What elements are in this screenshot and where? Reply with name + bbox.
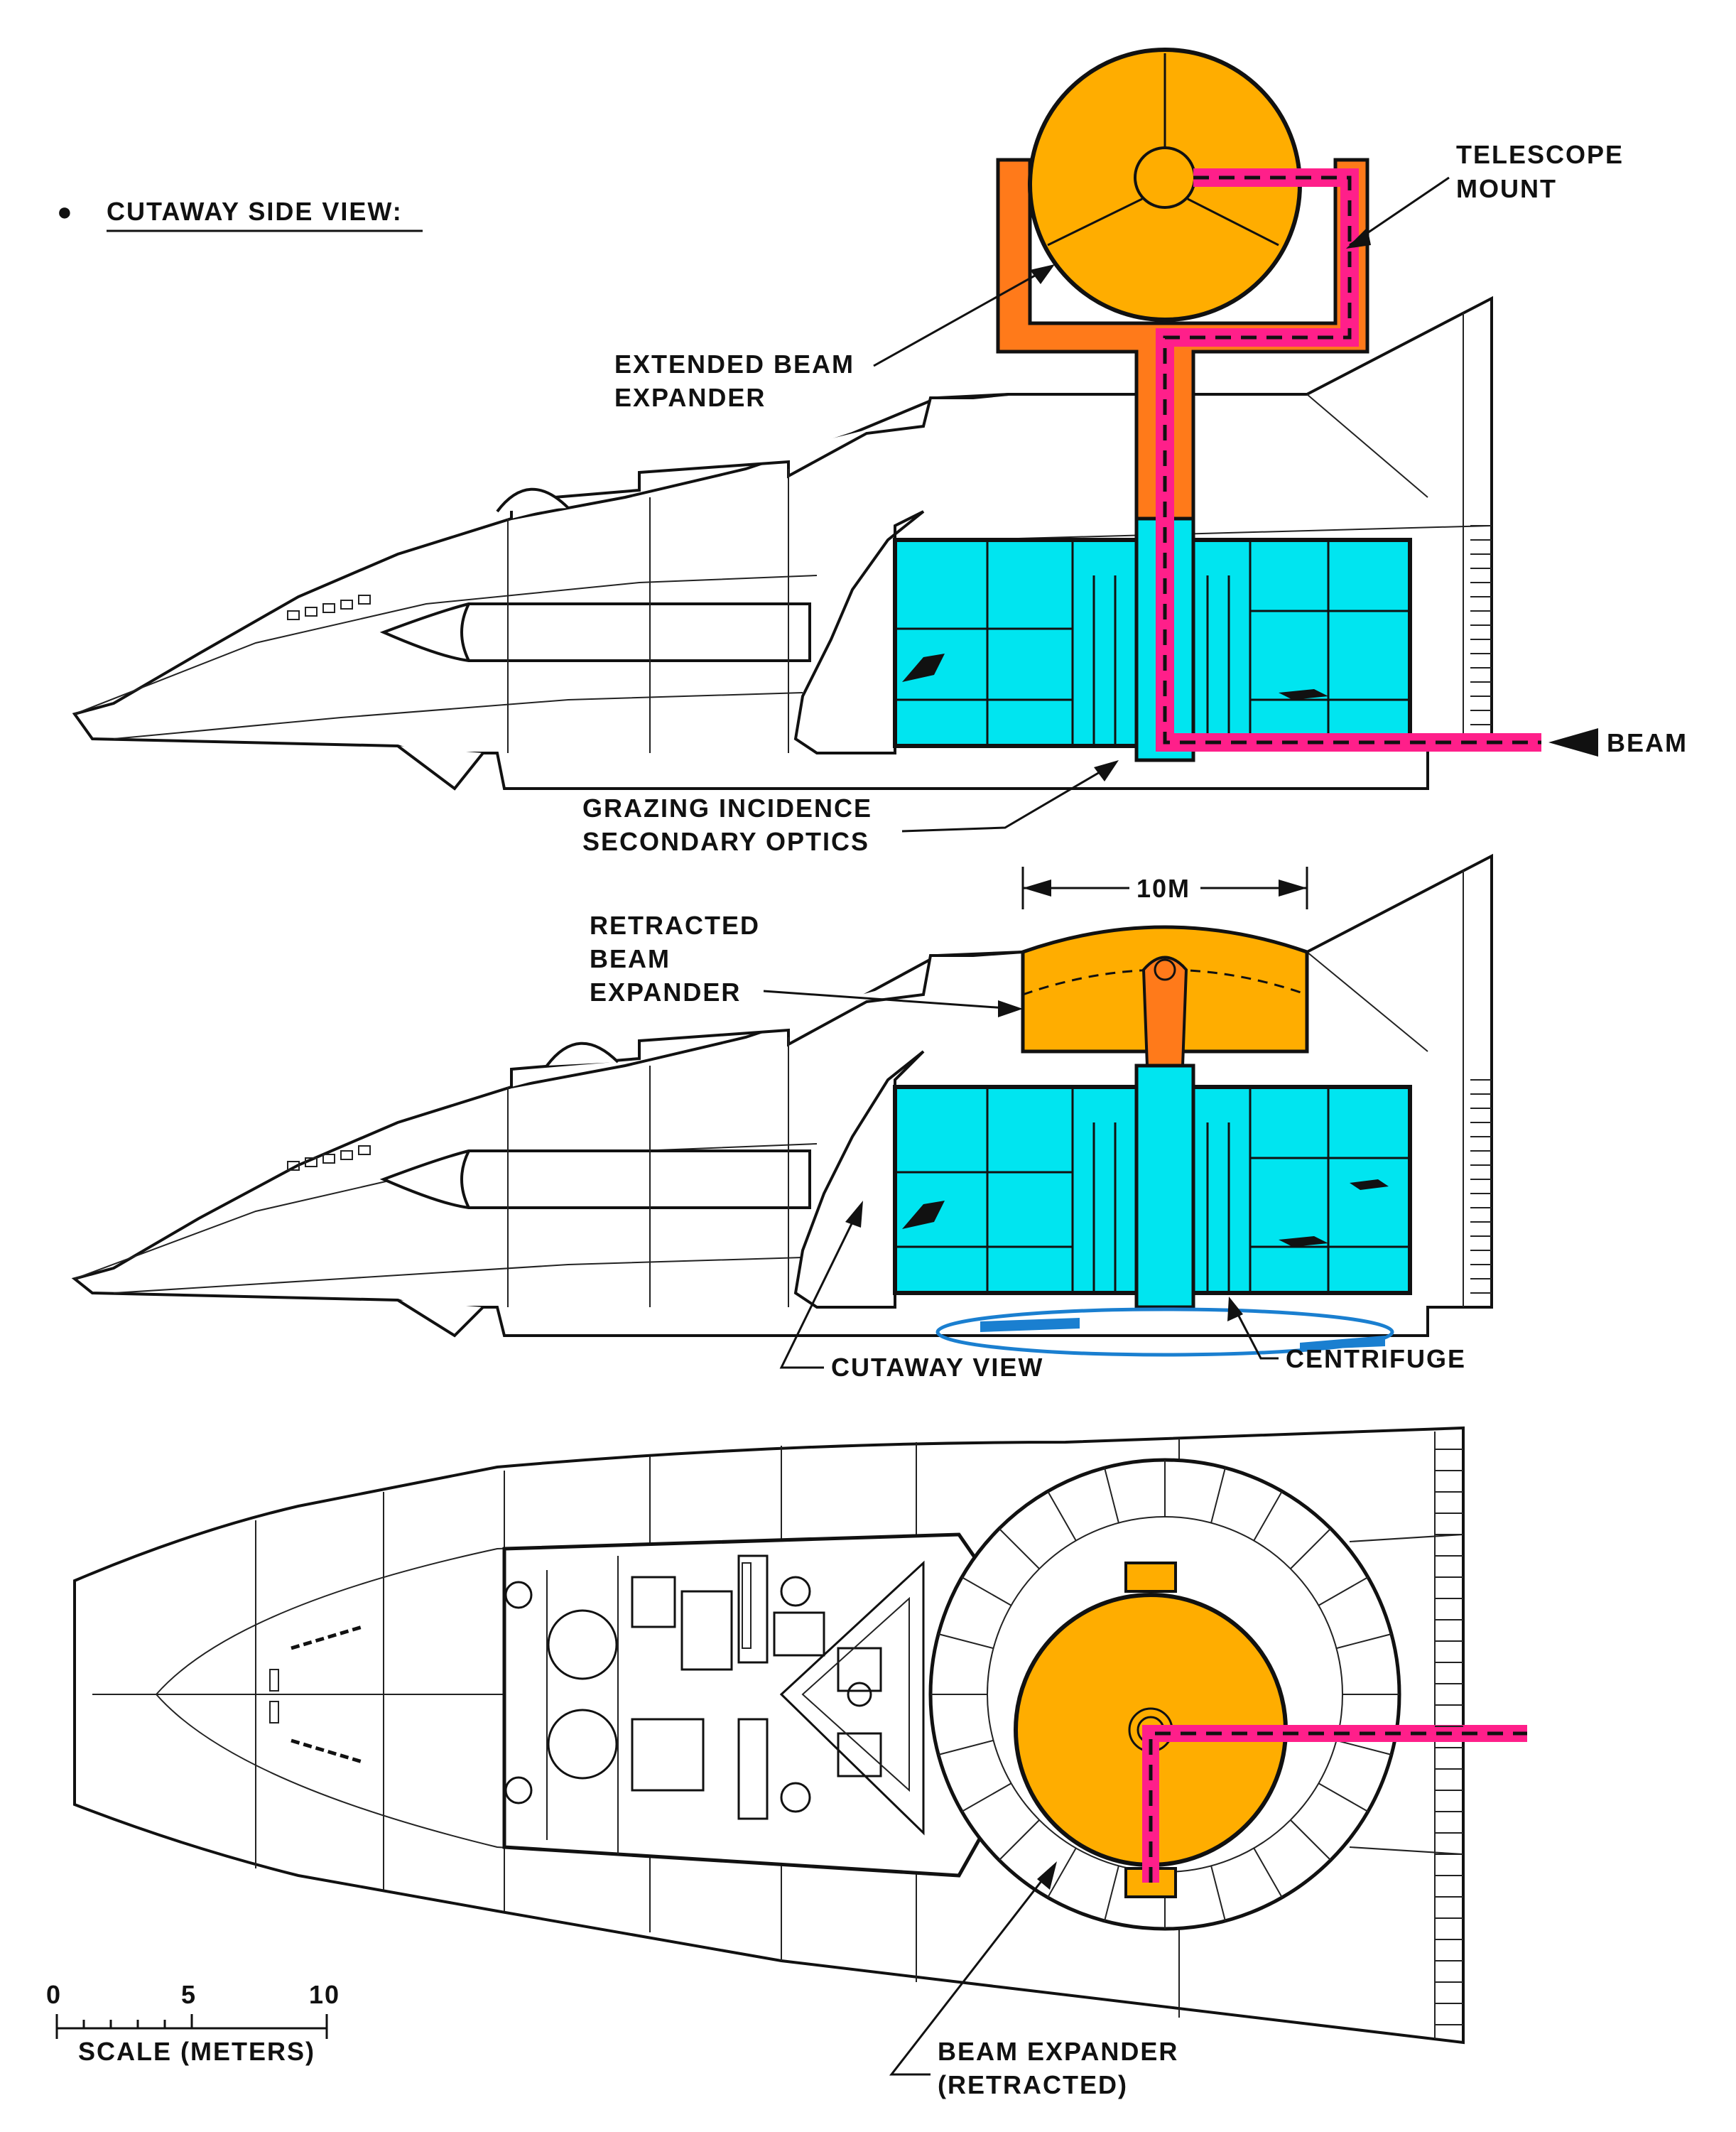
centrifuge-block-1 [893, 516, 1412, 762]
leader-extended-beam [873, 265, 1052, 367]
header-bullet: ● [57, 197, 74, 226]
rear-grille-2 [1470, 1079, 1492, 1294]
intake-cap-2 [460, 1150, 470, 1208]
scale-tick-0: 0 [46, 1980, 62, 2009]
label-retracted-line3: EXPANDER [590, 978, 741, 1007]
side-view-retracted: 10M RETRACTED BEAM EXPANDER CUTAWAY VIEW… [71, 853, 1493, 1382]
cockpit-windows-1 [287, 595, 371, 620]
panel-lines-2 [507, 870, 1464, 1307]
leader-arrowhead-retracted [998, 1000, 1023, 1017]
ventral-fin-2 [396, 1299, 484, 1338]
label-dimension: 10M [1136, 874, 1190, 903]
retracted-beam-expander [1021, 925, 1309, 1067]
beam-path-top [1142, 1725, 1527, 1883]
intake-cap-1 [460, 603, 470, 661]
leader-beam-expander-retracted [889, 1868, 1053, 2076]
intake-tube-1 [379, 602, 811, 662]
label-beam-expander-retracted-line2: (RETRACTED) [938, 2070, 1128, 2099]
panel-lines-1 [507, 313, 1492, 753]
leader-arrowhead-beam-expander-retracted [1037, 1861, 1057, 1890]
centrifuge-rotation-arrows [935, 1307, 1394, 1357]
leader-arrowhead-centrifuge [1227, 1297, 1243, 1321]
label-extended-beam-line1: EXTENDED BEAM [614, 350, 855, 379]
top-view: BEAM EXPANDER (RETRACTED) [73, 1426, 1527, 2099]
hull-chine-2 [113, 692, 803, 740]
label-beam: BEAM [1607, 728, 1688, 757]
label-telescope-mount-line2: MOUNT [1456, 174, 1557, 203]
label-cutaway-view: CUTAWAY VIEW [831, 1353, 1043, 1382]
label-retracted-line2: BEAM [590, 944, 671, 973]
centrifuge-block-2 [893, 1064, 1412, 1309]
leader-arrowhead-grazing [1094, 760, 1119, 781]
beam-path-1 [1156, 168, 1541, 752]
scale-tick-5: 5 [181, 1980, 197, 2009]
label-retracted-line1: RETRACTED [590, 911, 760, 940]
hull-chine-4 [113, 1257, 803, 1294]
scale-bar: 0 5 10 SCALE (METERS) [46, 1980, 340, 2066]
label-grazing-line1: GRAZING INCIDENCE [582, 794, 872, 823]
cockpit-dashes [269, 1625, 363, 1764]
ventral-fin-1 [396, 745, 484, 791]
hull-dome-1 [496, 487, 570, 513]
hull-dome-2 [546, 1041, 619, 1067]
leader-centrifuge [1231, 1303, 1279, 1360]
beam-arrow-1 [1548, 728, 1598, 757]
label-telescope-mount-line1: TELESCOPE [1456, 140, 1624, 169]
hull-chine-1 [74, 575, 818, 715]
header: ● CUTAWAY SIDE VIEW: [57, 197, 423, 232]
rear-grille-3 [1435, 1449, 1463, 2025]
rear-grille-1 [1470, 525, 1492, 725]
cockpit-windows-2 [287, 1145, 371, 1171]
intake-tube-2 [379, 1149, 811, 1209]
leader-grazing [901, 766, 1109, 833]
scale-caption: SCALE (METERS) [78, 2037, 315, 2066]
header-title: CUTAWAY SIDE VIEW: [107, 197, 403, 226]
label-extended-beam-line2: EXPANDER [614, 383, 766, 412]
leader-arrowhead-cutaway [845, 1201, 863, 1228]
leader-arrowhead-telescope [1346, 227, 1371, 249]
side-view-extended: BEAM TELESCOPE MOUNT EXTENDED BEAM EXPAN… [72, 48, 1688, 856]
label-centrifuge: CENTRIFUGE [1286, 1344, 1466, 1373]
leader-arrowhead-extended [1030, 264, 1055, 284]
dimension-10m: 10M [1021, 867, 1308, 909]
scale-tick-10: 10 [309, 1980, 340, 2009]
leader-cutaway [779, 1207, 861, 1369]
leader-retracted [763, 990, 1016, 1010]
label-grazing-line2: SECONDARY OPTICS [582, 827, 869, 856]
label-beam-expander-retracted-line1: BEAM EXPANDER [938, 2037, 1178, 2066]
